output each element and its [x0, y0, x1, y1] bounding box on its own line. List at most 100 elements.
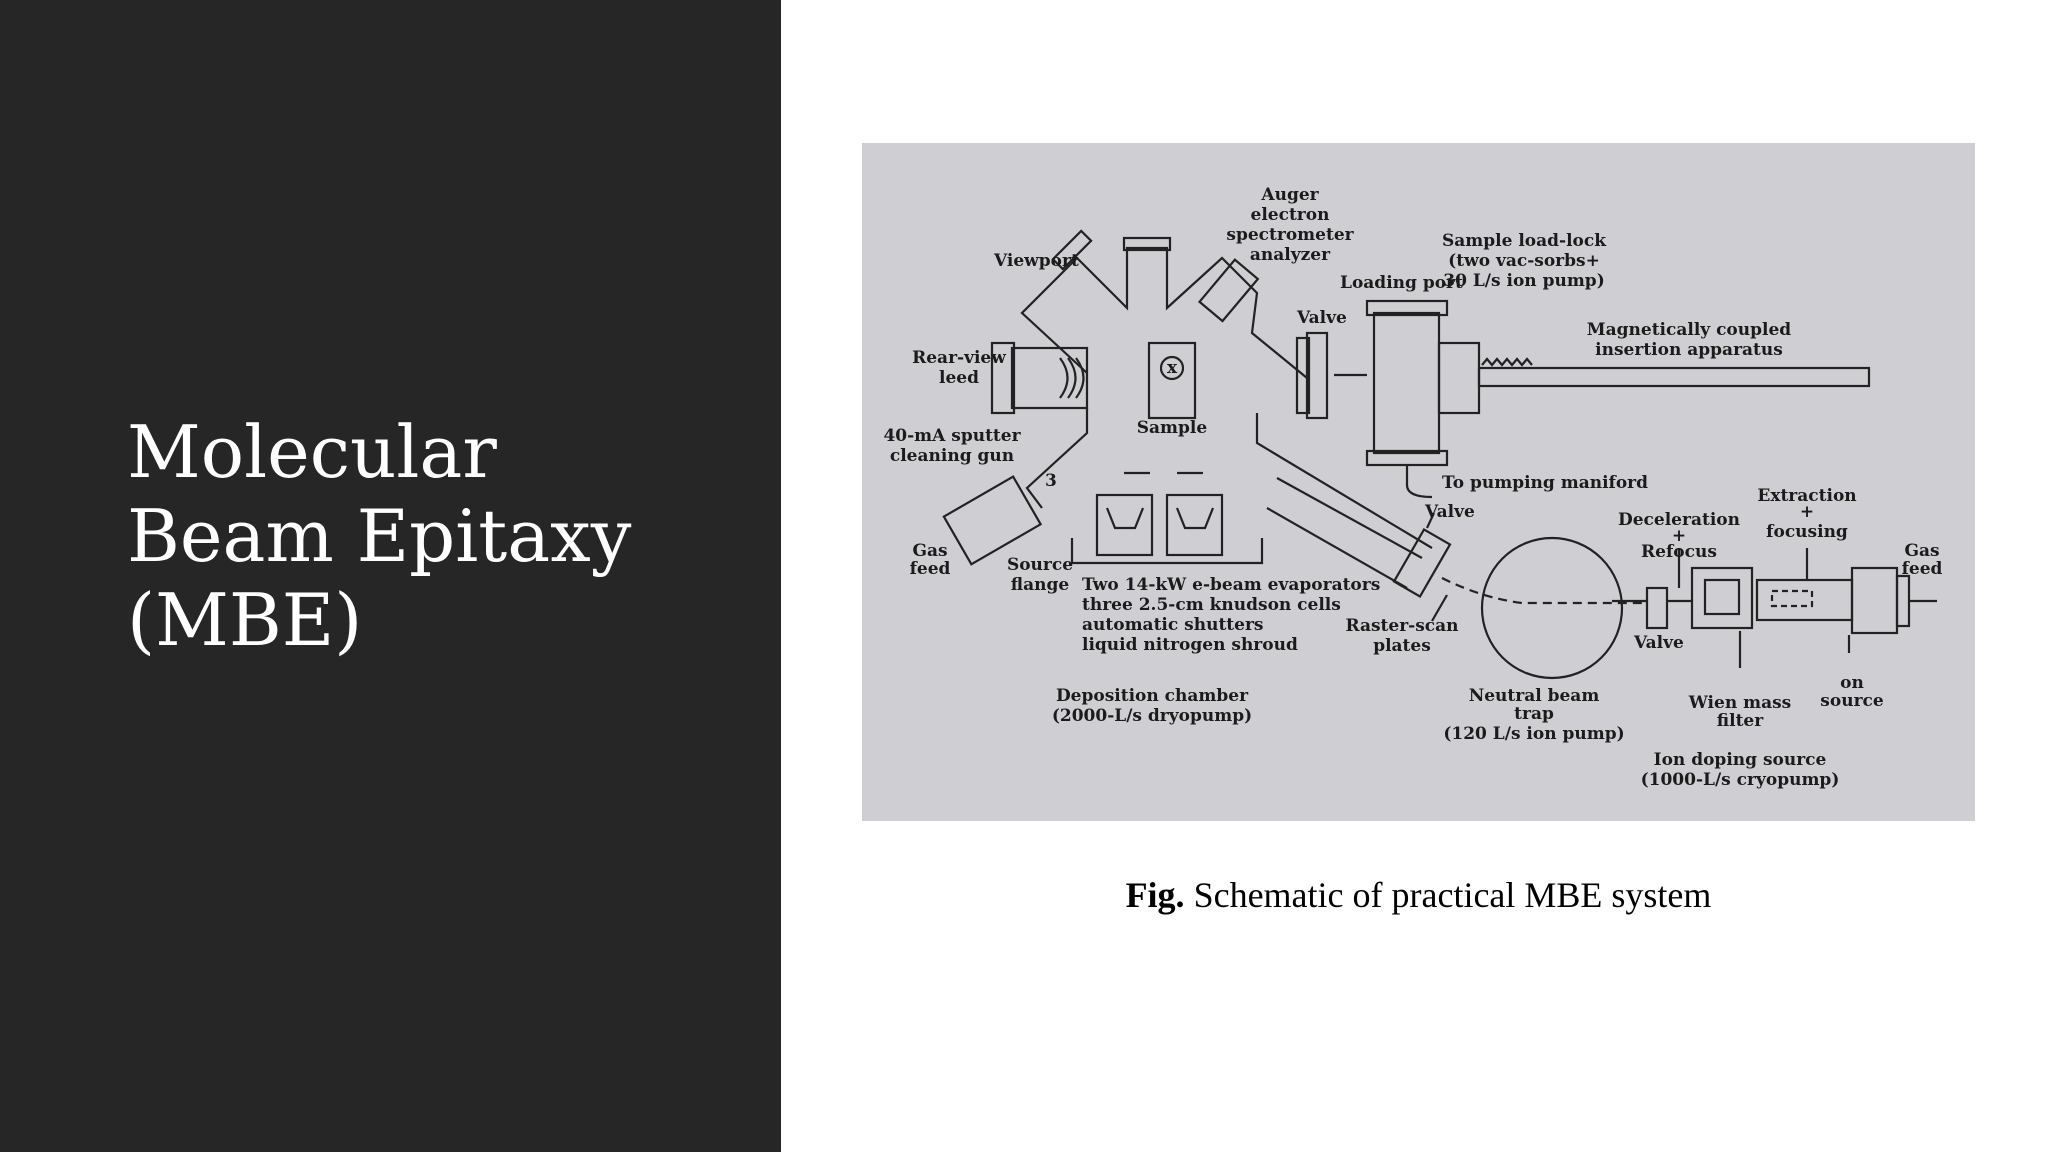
crucible-right: [1175, 507, 1215, 530]
label-valve-bottom: Valve: [1633, 633, 1684, 653]
label-auger-3: spectrometer: [1226, 225, 1354, 245]
mbe-schematic-image: Auger electron spectrometer analyzer Vie…: [862, 143, 1975, 821]
label-raster-2: plates: [1373, 636, 1431, 656]
label-sputter-1: 40-mA sputter: [883, 426, 1021, 446]
label-gasfeed-right-1: Gas: [1904, 541, 1939, 561]
label-rearview-2: leed: [939, 368, 979, 388]
title-panel: Molecular Beam Epitaxy (MBE): [0, 0, 781, 1152]
label-valve-top: Valve: [1296, 308, 1347, 328]
valve-flange: [1295, 336, 1311, 415]
label-neutral-2: trap: [1514, 704, 1554, 724]
label-extract-3: focusing: [1766, 522, 1848, 542]
label-extract-1: Extraction: [1757, 486, 1856, 506]
main-chamber-outline: [1020, 246, 1308, 379]
raster-valve: [1392, 528, 1452, 598]
label-decel-2: +: [1672, 526, 1686, 546]
pumping-arrow: [1405, 465, 1433, 499]
source-flange: [1070, 538, 1264, 565]
rearview-leed-inner: [990, 341, 1016, 415]
label-magnetic-1: Magnetically coupled: [1587, 320, 1791, 340]
title-line-2: Beam Epitaxy: [127, 494, 632, 578]
top-flange: [1122, 236, 1172, 252]
label-sputter-2: cleaning gun: [890, 446, 1014, 466]
auger-analyzer: [1197, 258, 1260, 323]
label-on-source-2: source: [1820, 691, 1884, 711]
sample-holder: [1147, 341, 1197, 420]
label-on-source-1: on: [1840, 673, 1864, 693]
label-valve-mid: Valve: [1424, 502, 1475, 522]
label-magnetic-2: insertion apparatus: [1595, 340, 1783, 360]
beamline-upper: [1276, 477, 1423, 559]
label-auger-1: Auger: [1260, 185, 1319, 205]
label-raster-1: Raster-scan: [1345, 616, 1458, 636]
label-evap-1: Two 14-kW e-beam evaporators: [1082, 575, 1380, 595]
label-iondoping-1: Ion doping source: [1654, 750, 1827, 770]
label-loadlock-1: Sample load-lock: [1442, 231, 1607, 251]
schematic-drawing: [942, 229, 1937, 680]
insertion-rod: [1477, 366, 1871, 388]
label-loadlock-2: (two vac-sorbs+: [1448, 251, 1600, 271]
label-decel-3: Refocus: [1641, 542, 1717, 562]
label-gasfeed-left-2: feed: [910, 559, 951, 579]
label-gun-number: 3: [1045, 471, 1057, 491]
label-viewport: Viewport: [993, 251, 1079, 271]
beam-path: [1441, 577, 1642, 605]
label-auger-4: analyzer: [1250, 245, 1331, 265]
valve-mid-arrow: [1426, 512, 1435, 529]
label-loadlock-3: 30 L/s ion pump): [1443, 271, 1604, 291]
valve-body: [1305, 331, 1329, 420]
neutral-beam-trap: [1480, 536, 1624, 680]
mbe-schematic-diagram: Auger electron spectrometer analyzer Vie…: [883, 185, 1942, 790]
crucible-left: [1105, 507, 1145, 530]
loading-port-cap: [1365, 299, 1449, 317]
sample-disc: [1159, 355, 1185, 381]
label-sample-symbol: x: [1167, 358, 1178, 378]
figure-caption: Fig. Schematic of practical MBE system: [862, 874, 1975, 916]
evaporator-left: [1095, 493, 1154, 557]
raster-arrow: [1431, 594, 1448, 622]
ion-source: [1850, 566, 1899, 635]
caption-prefix: Fig.: [1125, 875, 1185, 915]
label-evap-2: three 2.5-cm knudson cells: [1082, 595, 1341, 615]
wien-filter-inner: [1703, 578, 1741, 616]
title-line-1: Molecular: [127, 410, 497, 494]
loadlock-flange-right: [1437, 341, 1481, 415]
valve-lower: [1645, 586, 1669, 630]
label-auger-2: electron: [1251, 205, 1330, 225]
sputter-gun: [942, 475, 1043, 566]
label-rearview-1: Rear-view: [912, 348, 1006, 368]
title-line-3: (MBE): [127, 578, 363, 662]
label-gasfeed-left-1: Gas: [912, 541, 947, 561]
label-iondoping-2: (1000-L/s cryopump): [1641, 770, 1840, 790]
label-gasfeed-right-2: feed: [1902, 559, 1943, 579]
wien-filter: [1690, 566, 1754, 630]
label-extract-2: +: [1800, 502, 1814, 522]
beamline-lower: [1266, 507, 1408, 589]
label-evap-3: automatic shutters: [1082, 615, 1264, 635]
label-wien-2: filter: [1717, 711, 1764, 731]
label-evap-4: liquid nitrogen shroud: [1082, 635, 1298, 655]
insertion-bellows: [1481, 357, 1533, 367]
loading-port-chamber: [1372, 311, 1441, 455]
label-deposition-2: (2000-L/s dryopump): [1052, 706, 1252, 726]
slide-title: Molecular Beam Epitaxy (MBE): [127, 410, 747, 662]
label-deposition-1: Deposition chamber: [1056, 686, 1249, 706]
label-decel-1: Deceleration: [1618, 510, 1740, 530]
main-chamber-right: [1255, 413, 1433, 549]
label-source-flange-1: Source: [1007, 555, 1073, 575]
viewport-flange: [1051, 229, 1093, 271]
leed-grids: [1059, 357, 1085, 399]
label-pumping: To pumping maniford: [1442, 473, 1648, 493]
label-wien-1: Wien mass: [1688, 693, 1792, 713]
label-loading-port: Loading port: [1340, 273, 1463, 293]
caption-text: Schematic of practical MBE system: [1184, 875, 1712, 915]
label-source-flange-2: flange: [1011, 575, 1070, 595]
label-neutral-1: Neutral beam: [1469, 686, 1600, 706]
ion-source-flange: [1895, 574, 1911, 628]
main-chamber-lower: [1025, 408, 1089, 509]
ion-source-inner: [1770, 589, 1814, 608]
rearview-leed: [1010, 346, 1089, 410]
evaporator-right: [1165, 493, 1224, 557]
label-neutral-3: (120 L/s ion pump): [1443, 724, 1624, 744]
schematic-labels: Auger electron spectrometer analyzer Vie…: [883, 185, 1942, 790]
